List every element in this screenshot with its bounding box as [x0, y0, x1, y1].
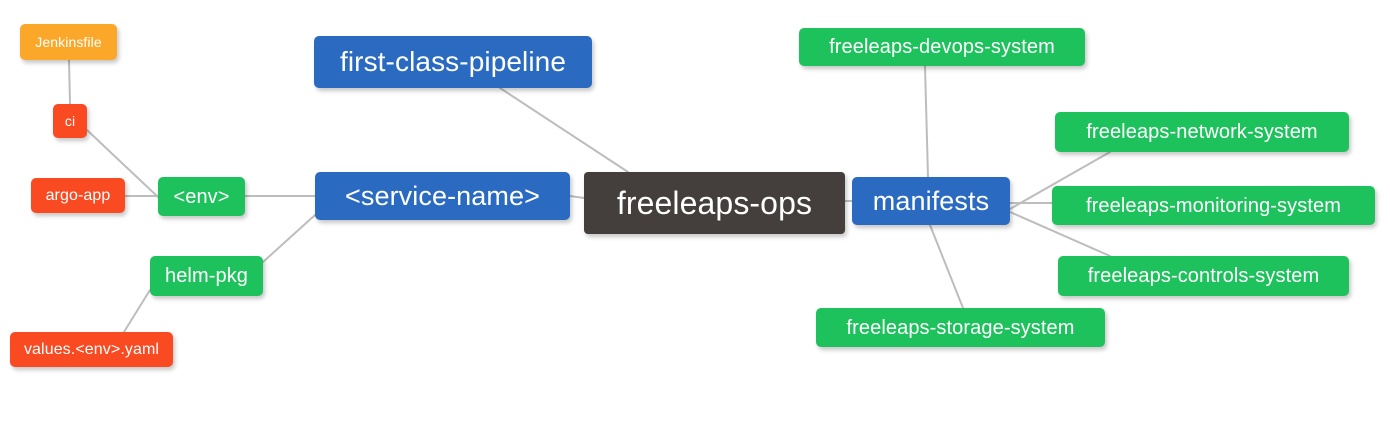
edge-first-class-pipeline-to-freeleaps-ops [499, 87, 629, 173]
node-first-class-pipeline[interactable]: first-class-pipeline [314, 36, 592, 88]
edge-service-name-to-freeleaps-ops [569, 195, 585, 199]
node-values-yaml[interactable]: values.<env>.yaml [10, 332, 173, 367]
edge-manifests-to-freeleaps-devops-system [924, 65, 929, 178]
node-ci[interactable]: ci [53, 104, 87, 138]
edge-helm-pkg-to-values-yaml [123, 289, 151, 333]
node-freeleaps-network-system[interactable]: freeleaps-network-system [1055, 112, 1349, 152]
node-service-name[interactable]: <service-name> [315, 172, 570, 220]
node-manifests[interactable]: manifests [852, 177, 1010, 225]
edge-manifests-to-freeleaps-storage-system [929, 224, 964, 309]
node-freeleaps-storage-system[interactable]: freeleaps-storage-system [816, 308, 1105, 347]
node-env[interactable]: <env> [158, 177, 245, 216]
node-freeleaps-monitoring-system[interactable]: freeleaps-monitoring-system [1052, 186, 1375, 225]
node-argo-app[interactable]: argo-app [31, 178, 125, 213]
edge-service-name-to-helm-pkg [262, 214, 316, 263]
node-jenkinsfile[interactable]: Jenkinsfile [20, 24, 117, 60]
node-helm-pkg[interactable]: helm-pkg [150, 256, 263, 296]
node-freeleaps-controls-system[interactable]: freeleaps-controls-system [1058, 256, 1349, 296]
node-freeleaps-devops-system[interactable]: freeleaps-devops-system [799, 28, 1085, 66]
node-freeleaps-ops[interactable]: freeleaps-ops [584, 172, 845, 234]
edge-jenkinsfile-to-ci [68, 59, 71, 105]
